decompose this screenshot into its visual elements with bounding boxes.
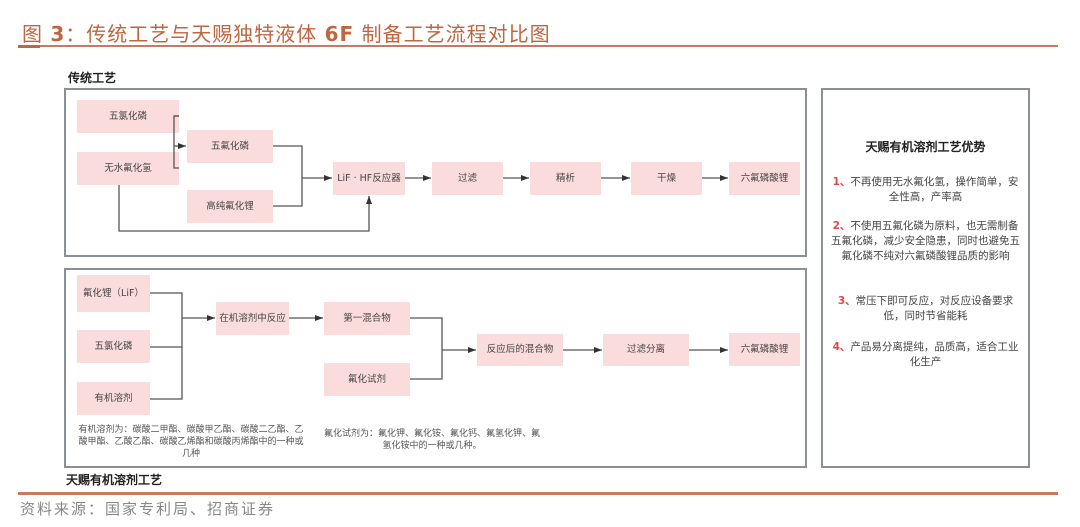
node-reacted-mixture: 反应后的混合物: [477, 334, 563, 366]
advantage-number-3: 3、: [837, 295, 856, 307]
node-filter: 过滤: [432, 162, 503, 195]
advantage-item-1: 1、不再使用无水氟化氢，操作简单，安全性高，产率高: [828, 175, 1023, 205]
node-reactor: LiF · HF反应器: [333, 162, 405, 195]
figure-title: 图 3：传统工艺与天赐独特液体 6F 制备工艺流程对比图: [22, 18, 551, 47]
advantage-number-4: 4、: [832, 341, 851, 353]
traditional-label: 传统工艺: [68, 71, 117, 85]
source-text: 资料来源：国家专利局、招商证券: [20, 500, 276, 518]
node-filter-separation: 过滤分离: [603, 334, 689, 366]
node-first-mixture: 第一混合物: [324, 302, 410, 335]
node-product-traditional: 六氟磷酸锂: [729, 162, 800, 195]
node-pcl5-tinci: 五氯化磷: [77, 330, 150, 363]
advantages-panel: [821, 88, 1030, 468]
advantage-number-2: 2、: [832, 220, 851, 232]
tinci-label: 天赐有机溶剂工艺: [66, 473, 163, 487]
figure-title-tail: 制备工艺流程对比图: [354, 22, 551, 46]
figure-title-6f: 6F: [324, 22, 355, 46]
advantage-text-2: 不使用五氟化磷为原料，也无需制备五氟化磷，减少安全隐患，同时也避免五氟化磷不纯对…: [831, 220, 1020, 262]
advantage-item-4: 4、产品易分离提纯，品质高，适合工业化生产: [828, 340, 1023, 370]
figure-number: 3: [50, 22, 66, 46]
advantages-title: 天赐有机溶剂工艺优势: [865, 140, 986, 154]
advantage-text-3: 常压下即可反应，对反应设备要求低，同时节省能耗: [855, 295, 1014, 322]
node-pcl5-traditional: 五氯化磷: [77, 100, 179, 133]
advantage-text-4: 产品易分离提纯，品质高，适合工业化生产: [850, 341, 1019, 368]
source-rule: [18, 492, 1058, 495]
figure-title-sep: ：: [65, 22, 87, 46]
advantage-number-1: 1、: [832, 176, 851, 188]
title-rule-accent: [18, 45, 40, 48]
node-fluorinating-agent: 氟化试剂: [324, 363, 410, 396]
advantage-item-3: 3、常压下即可反应，对反应设备要求低，同时节省能耗: [828, 294, 1023, 324]
title-rule: [18, 45, 1058, 47]
node-pf5: 五氟化磷: [187, 130, 273, 163]
solvent-note: 有机溶剂为：碳酸二甲酯、碳酸甲乙酯、碳酸二乙酯、乙酸甲酯、乙酸乙酯、碳酸乙烯酯和…: [78, 425, 304, 459]
fluorinating-agent-note: 氟化试剂为：氟化钾、氟化铵、氟化钙、氟氢化钾、氟氢化铵中的一种或几种。: [323, 429, 540, 451]
node-crystal: 精析: [530, 162, 601, 195]
figure-title-prefix: 图: [22, 22, 51, 46]
node-lif-pure: 高纯氟化锂: [187, 190, 273, 223]
node-product-tinci: 六氟磷酸锂: [729, 333, 800, 366]
node-lif: 氟化锂（LiF）: [77, 275, 150, 312]
node-solvent: 有机溶剂: [77, 382, 150, 415]
figure-title-main: 传统工艺与天赐独特液体: [86, 22, 325, 46]
advantage-text-1: 不再使用无水氟化氢，操作简单，安全性高，产率高: [850, 176, 1019, 203]
advantage-item-2: 2、不使用五氟化磷为原料，也无需制备五氟化磷，减少安全隐患，同时也避免五氟化磷不…: [828, 219, 1023, 264]
node-dry: 干燥: [631, 162, 702, 195]
node-react-in-solvent: 在机溶剂中反应: [216, 302, 289, 335]
node-ahf: 无水氟化氢: [77, 152, 179, 185]
